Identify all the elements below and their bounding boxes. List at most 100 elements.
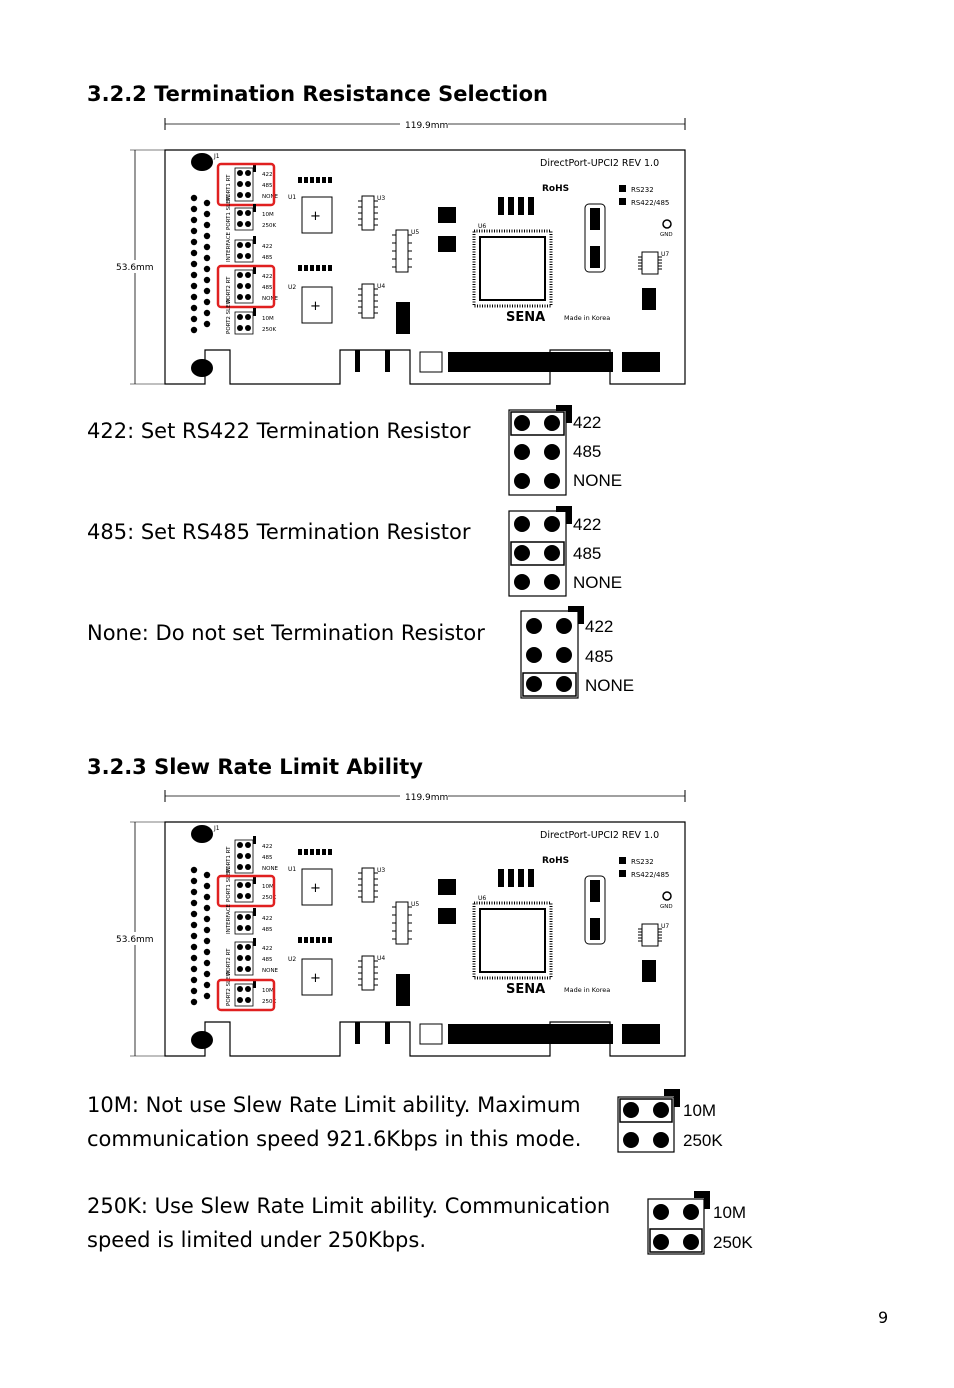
- legend-swatch: [619, 198, 626, 205]
- smd-capacitor: [310, 937, 314, 943]
- highlight-box: [216, 264, 276, 309]
- smd-capacitor: [310, 177, 314, 183]
- chip-body: [641, 923, 659, 947]
- connector-pin: [190, 205, 198, 213]
- jumper-block-label: 422: [262, 244, 273, 250]
- connector-pin: [190, 260, 198, 268]
- chip-label: U3: [377, 195, 385, 202]
- connector-pin: [190, 910, 198, 918]
- pin: [245, 864, 251, 870]
- smd-capacitor: [322, 177, 326, 183]
- pin: [245, 966, 251, 972]
- pin: [245, 325, 251, 331]
- board-title: DirectPort-UPCI2 REV 1.0: [540, 158, 659, 169]
- jumper-block-label: 422: [262, 916, 273, 922]
- jumper-block-label: NONE: [262, 968, 279, 974]
- connector-pin: [203, 309, 211, 317]
- chip-label: U1: [288, 194, 296, 201]
- pin: [237, 210, 243, 216]
- transceiver: [301, 868, 333, 906]
- pin-header: [234, 269, 254, 304]
- smd-capacitor: [328, 849, 332, 855]
- connector-pin: [203, 926, 211, 934]
- jumper-block-name: PORT1 SLEW: [226, 194, 232, 230]
- chip-label: U5: [411, 229, 419, 236]
- edge-contacts: [385, 350, 390, 372]
- rohs-mark: RoHS: [542, 184, 569, 194]
- smd-capacitor: [298, 177, 302, 183]
- pin: [237, 192, 243, 198]
- connector-pin: [190, 877, 198, 885]
- brand-logo: SENA: [506, 310, 545, 325]
- pin: [237, 253, 243, 259]
- legend-rs422: RS422/485: [631, 871, 669, 879]
- crystal-pad: [590, 208, 600, 230]
- jumper-slew-250k: [647, 1191, 710, 1255]
- pin: [237, 272, 243, 278]
- legend-swatch: [619, 185, 626, 192]
- jumper-block-label: NONE: [262, 296, 279, 302]
- pin: [245, 253, 251, 259]
- jumper-block-name: PORT2 SLEW: [226, 970, 232, 1006]
- connector-pin: [203, 265, 211, 273]
- plus-mark: +: [310, 209, 321, 224]
- board-title: DirectPort-UPCI2 REV 1.0: [540, 830, 659, 841]
- board-height-label: 53.6mm: [116, 935, 154, 945]
- jumper-label-250k: 250K: [713, 1233, 753, 1252]
- pin: [245, 314, 251, 320]
- jumper-block-label: 10M: [262, 212, 274, 218]
- pin1-marker: [253, 836, 256, 844]
- pin-header: [234, 911, 254, 935]
- jumper-block-name: PORT1 RT: [226, 846, 232, 873]
- pin1-marker: [253, 266, 256, 274]
- crystal: [584, 203, 606, 273]
- pin: [245, 944, 251, 950]
- connector-pin: [190, 194, 198, 202]
- pin1-marker: [253, 938, 256, 946]
- smd-resistor: [508, 869, 514, 887]
- jumper-block-name: PORT2 SLEW: [226, 298, 232, 334]
- gnd-pad: [662, 219, 672, 229]
- connector-pin: [190, 326, 198, 334]
- chip-label: U2: [288, 956, 296, 963]
- connector-pin: [190, 987, 198, 995]
- transceiver: [301, 196, 333, 234]
- jumper-label-422: 422: [573, 413, 602, 432]
- pin: [245, 192, 251, 198]
- jumper-block-label: 250K: [262, 223, 276, 229]
- edge-contacts: [622, 1024, 660, 1044]
- termination-option-422-text: 422: Set RS422 Termination Resistor: [87, 419, 471, 443]
- pin1-marker: [253, 236, 256, 244]
- connector-pin: [203, 882, 211, 890]
- smd-resistor: [508, 197, 514, 215]
- pin: [245, 925, 251, 931]
- smd-capacitor: [316, 265, 320, 271]
- chip-body: [361, 195, 375, 231]
- chip-label: U4: [377, 955, 385, 962]
- smd-capacitor: [310, 849, 314, 855]
- edge-contacts: [622, 352, 660, 372]
- connector-pin: [203, 981, 211, 989]
- smd-capacitor: [328, 937, 332, 943]
- jumper-slew-10m: [617, 1089, 680, 1153]
- jumper-block-label: 485: [262, 957, 273, 963]
- pin: [245, 221, 251, 227]
- pin: [237, 181, 243, 187]
- pin1-marker: [253, 164, 256, 172]
- connector-pin: [190, 293, 198, 301]
- smd-capacitor: [328, 177, 332, 183]
- smd-capacitor: [316, 937, 320, 943]
- legend-swatch: [619, 857, 626, 864]
- pin: [237, 864, 243, 870]
- chip-body: [361, 283, 375, 319]
- jumper-block-name: PORT1 SLEW: [226, 866, 232, 902]
- connector-pin: [203, 287, 211, 295]
- pin: [245, 997, 251, 1003]
- pin-header: [234, 207, 254, 231]
- jumper-block-name: INTERFACE: [226, 231, 232, 262]
- connector-pin: [190, 899, 198, 907]
- jumper-block-label: 485: [262, 927, 273, 933]
- pin: [237, 882, 243, 888]
- pin: [237, 221, 243, 227]
